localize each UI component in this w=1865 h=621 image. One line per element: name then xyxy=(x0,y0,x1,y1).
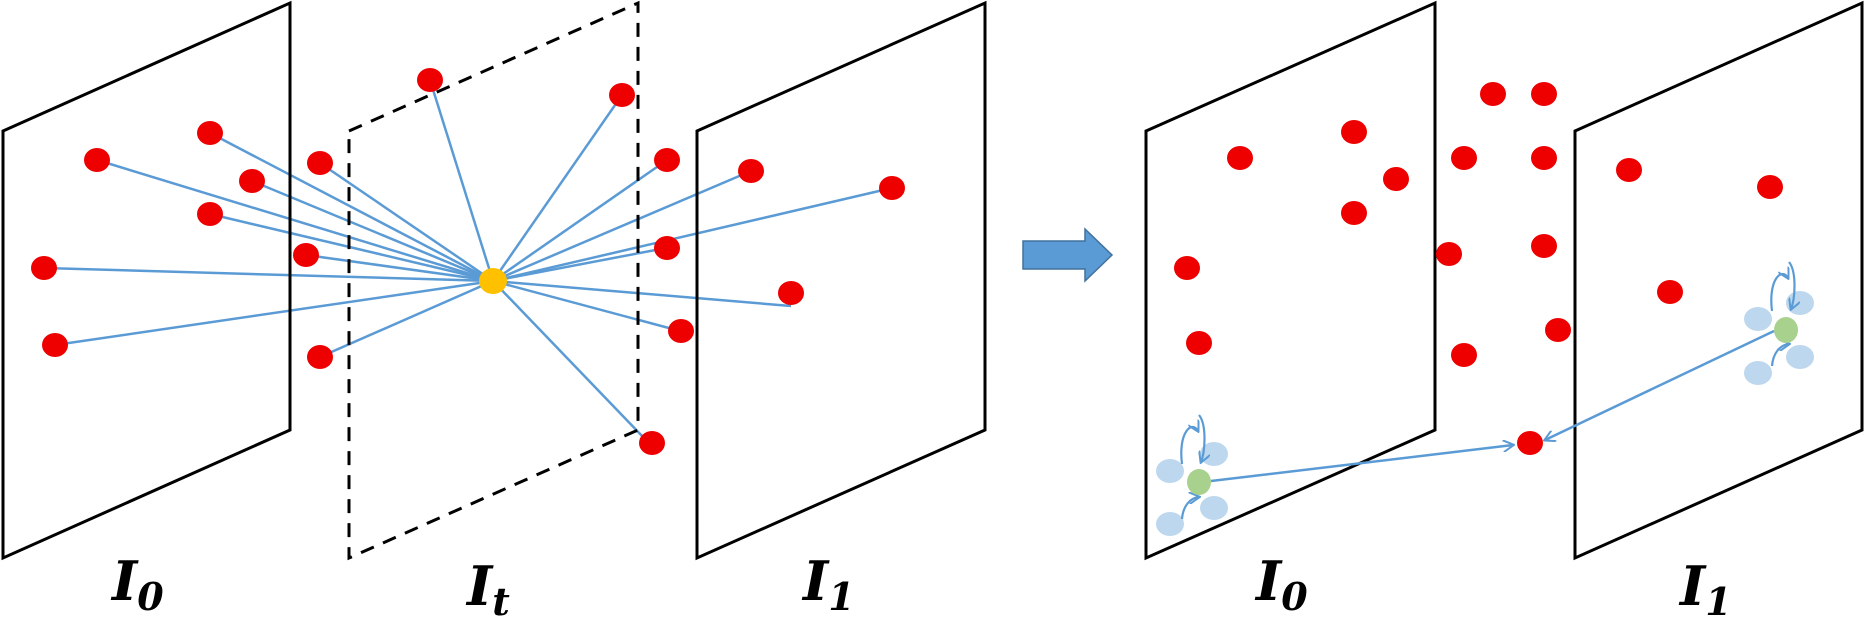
frame-I0 xyxy=(1,0,292,561)
red-point xyxy=(1451,146,1477,170)
ray xyxy=(492,279,681,333)
target-point-orange xyxy=(479,268,507,294)
red-point xyxy=(1757,175,1783,199)
red-point xyxy=(1531,82,1557,106)
red-point xyxy=(1186,331,1212,355)
red-point xyxy=(31,256,57,280)
red-point xyxy=(1657,280,1683,304)
neighbour-node xyxy=(1744,361,1772,385)
ray-group xyxy=(43,79,893,439)
ray xyxy=(305,253,494,283)
curve-arrow xyxy=(1770,274,1788,312)
red-point xyxy=(239,169,265,193)
ray xyxy=(96,158,494,283)
label-I0: I0 xyxy=(110,549,164,619)
ray xyxy=(492,246,667,283)
red-point xyxy=(1341,120,1367,144)
curve-arrows xyxy=(1180,261,1795,520)
red-point xyxy=(654,148,680,172)
red-point xyxy=(609,83,635,107)
curve-arrow xyxy=(1180,427,1198,465)
red-point xyxy=(84,148,110,172)
curve-arrow xyxy=(1198,414,1205,462)
ray xyxy=(492,186,893,283)
red-point xyxy=(307,345,333,369)
red-point xyxy=(879,176,905,200)
label-I1: I1 xyxy=(801,549,855,619)
red-point xyxy=(1531,146,1557,170)
red-point xyxy=(654,236,680,260)
red-point xyxy=(1531,234,1557,258)
ray xyxy=(492,280,645,439)
curve-arrow xyxy=(1788,261,1795,309)
point-group xyxy=(31,68,905,455)
red-point xyxy=(307,151,333,175)
ray xyxy=(251,179,494,283)
red-point xyxy=(293,243,319,267)
green-node-I1 xyxy=(1774,317,1798,343)
ray xyxy=(491,94,624,282)
red-point xyxy=(42,333,68,357)
label-It: It xyxy=(465,554,510,621)
ray xyxy=(43,266,494,283)
label-I0-right: I0 xyxy=(1254,549,1308,619)
neighbour-group-I0 xyxy=(1156,442,1228,536)
red-point xyxy=(1341,201,1367,225)
curve-arrow xyxy=(1180,497,1199,520)
neighbour-node xyxy=(1156,459,1184,483)
neighbour-node xyxy=(1156,512,1184,536)
red-point xyxy=(738,159,764,183)
left-panel: I0 It I1 xyxy=(1,0,987,621)
transition-arrow xyxy=(1022,227,1114,283)
red-point xyxy=(417,68,443,92)
ray xyxy=(492,279,792,308)
red-point xyxy=(668,319,694,343)
red-point xyxy=(1451,343,1477,367)
curve-arrow xyxy=(1770,344,1789,367)
right-panel: I0 I1 xyxy=(1144,0,1864,621)
neighbour-node xyxy=(1786,345,1814,369)
frame-I1 xyxy=(695,0,987,561)
red-point xyxy=(197,121,223,145)
frame-It xyxy=(347,0,640,561)
flow-arrow-from-I1 xyxy=(1545,329,1775,440)
red-point xyxy=(1480,82,1506,106)
neighbour-node xyxy=(1744,307,1772,331)
red-point xyxy=(197,202,223,226)
neighbour-node xyxy=(1786,291,1814,315)
red-point xyxy=(1616,158,1642,182)
red-point xyxy=(778,281,804,305)
ray xyxy=(428,79,495,282)
ray xyxy=(209,131,494,283)
red-point xyxy=(1227,146,1253,170)
frame-I1-right xyxy=(1573,0,1864,561)
ray xyxy=(492,169,752,283)
red-point xyxy=(1383,167,1409,191)
ray xyxy=(319,161,494,283)
flow-arrow-from-I0 xyxy=(1210,445,1513,483)
neighbour-node xyxy=(1200,496,1228,520)
ray xyxy=(492,158,668,283)
red-point xyxy=(1545,318,1571,342)
ray xyxy=(209,212,494,283)
point-group-right xyxy=(1174,82,1783,455)
frame-I0-right xyxy=(1144,0,1437,561)
red-point xyxy=(1517,431,1543,455)
red-point xyxy=(1436,242,1462,266)
red-point xyxy=(1174,256,1200,280)
green-node-I0 xyxy=(1187,469,1211,495)
red-point xyxy=(639,431,665,455)
label-I1-right: I1 xyxy=(1678,554,1732,621)
ray xyxy=(54,279,494,347)
